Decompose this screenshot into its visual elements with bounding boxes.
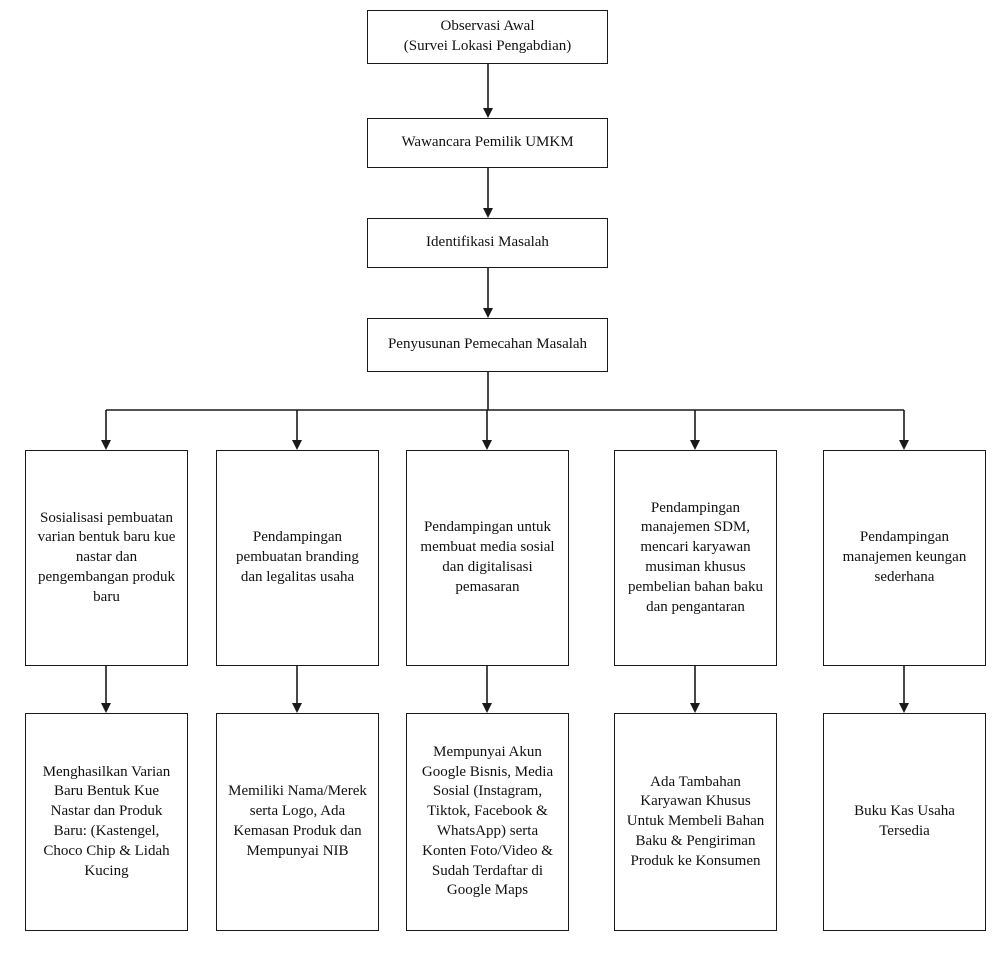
program-box-4: Pendampingan manajemen SDM, mencari kary…	[614, 450, 777, 666]
step-identifikasi-masalah: Identifikasi Masalah	[367, 218, 608, 268]
arrowhead	[483, 308, 493, 318]
outcome-label-1: Menghasilkan Varian Baru Bentuk Kue Nast…	[42, 763, 171, 879]
program-label-1: Sosialisasi pembuatan varian bentuk baru…	[37, 509, 176, 605]
program-label-2: Pendampingan pembuatan branding dan lega…	[236, 529, 359, 585]
arrowhead	[101, 703, 111, 713]
arrowhead	[690, 440, 700, 450]
outcome-box-2: Memiliki Nama/Merek serta Logo, Ada Kema…	[216, 713, 379, 931]
arrowhead	[292, 703, 302, 713]
program-label-5: Pendampingan manajemen keungan sederhana	[842, 529, 967, 585]
step-wawancara: Wawancara Pemilik UMKM	[367, 118, 608, 168]
program-label-4: Pendampingan manajemen SDM, mencari kary…	[628, 499, 763, 615]
program-box-1: Sosialisasi pembuatan varian bentuk baru…	[25, 450, 188, 666]
arrowhead	[899, 440, 909, 450]
step-penyusunan-pemecahan-label: Penyusunan Pemecahan Masalah	[387, 336, 588, 353]
program-box-5: Pendampingan manajemen keungan sederhana	[823, 450, 986, 666]
program-box-3: Pendampingan untuk membuat media sosial …	[406, 450, 569, 666]
outcome-box-5: Buku Kas Usaha Tersedia	[823, 713, 986, 931]
arrowhead	[292, 440, 302, 450]
step-observasi-awal-label: Observasi Awal (Survei Lokasi Pengabdian…	[403, 18, 572, 54]
outcome-box-3: Mempunyai Akun Google Bisnis, Media Sosi…	[406, 713, 569, 931]
outcome-box-1: Menghasilkan Varian Baru Bentuk Kue Nast…	[25, 713, 188, 931]
program-box-2: Pendampingan pembuatan branding dan lega…	[216, 450, 379, 666]
arrowhead	[899, 703, 909, 713]
program-label-3: Pendampingan untuk membuat media sosial …	[420, 519, 555, 595]
outcome-label-5: Buku Kas Usaha Tersedia	[854, 803, 955, 839]
step-wawancara-label: Wawancara Pemilik UMKM	[401, 134, 574, 151]
arrowhead	[101, 440, 111, 450]
arrowhead	[690, 703, 700, 713]
arrowhead	[483, 208, 493, 218]
outcome-label-3: Mempunyai Akun Google Bisnis, Media Sosi…	[421, 743, 554, 899]
step-observasi-awal: Observasi Awal (Survei Lokasi Pengabdian…	[367, 10, 608, 64]
arrowhead	[483, 108, 493, 118]
outcome-box-4: Ada Tambahan Karyawan Khusus Untuk Membe…	[614, 713, 777, 931]
arrowhead	[482, 440, 492, 450]
outcome-label-4: Ada Tambahan Karyawan Khusus Untuk Membe…	[626, 773, 765, 869]
step-penyusunan-pemecahan: Penyusunan Pemecahan Masalah	[367, 318, 608, 372]
step-identifikasi-masalah-label: Identifikasi Masalah	[426, 234, 549, 251]
outcome-label-2: Memiliki Nama/Merek serta Logo, Ada Kema…	[228, 783, 367, 859]
arrowhead	[482, 703, 492, 713]
